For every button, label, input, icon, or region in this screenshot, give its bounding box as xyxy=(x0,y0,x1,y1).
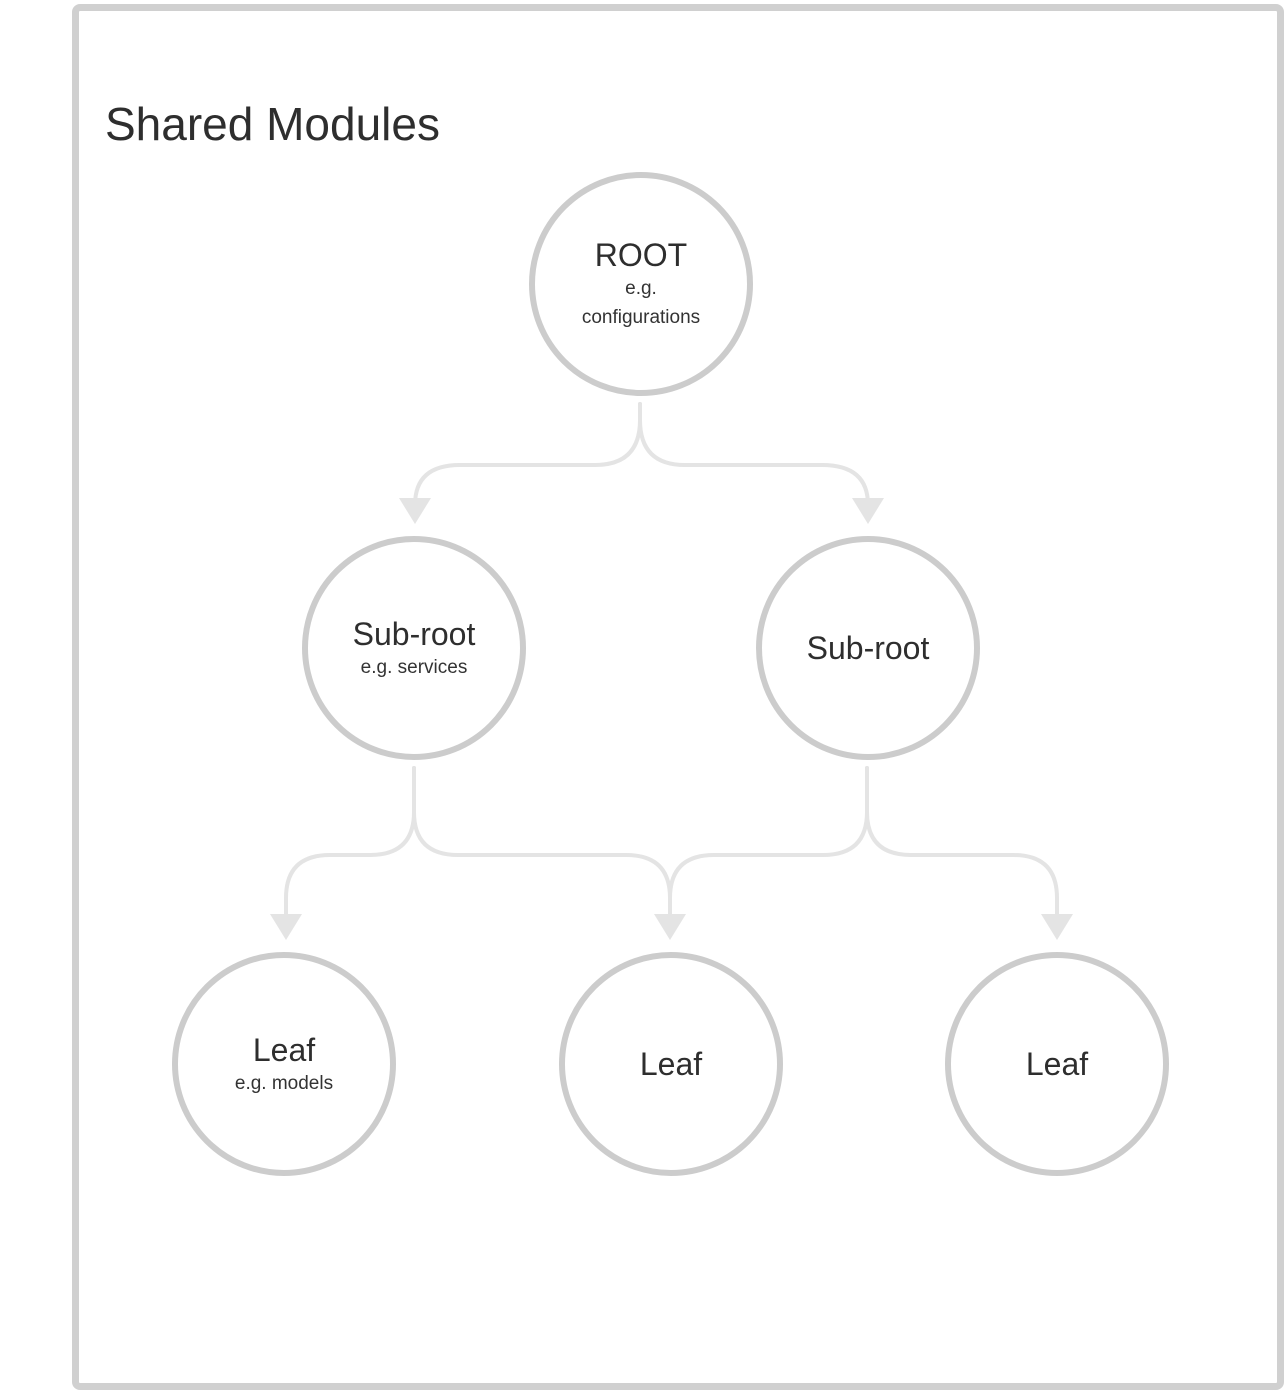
arrowhead-leaf3 xyxy=(1041,914,1073,940)
node-sub-root-1-label: Sub-root xyxy=(352,615,476,652)
node-leaf-2: Leaf xyxy=(559,952,783,1176)
node-root-label: ROOT xyxy=(594,237,688,273)
node-sub-root-1: Sub-root e.g. services xyxy=(302,536,526,760)
node-sub-root-1-sub: e.g. services xyxy=(360,656,468,678)
node-leaf-1-label: Leaf xyxy=(252,1031,316,1068)
node-leaf-3-label: Leaf xyxy=(1025,1046,1089,1082)
edge-root-sub1 xyxy=(413,402,642,507)
node-sub-root-2-label: Sub-root xyxy=(806,630,930,666)
node-leaf-1-sub: e.g. models xyxy=(234,1072,334,1094)
edge-sub1-leaf2 xyxy=(412,766,672,922)
arrowhead-sub2 xyxy=(852,498,884,524)
edge-sub1-leaf1 xyxy=(284,766,416,922)
arrowhead-sub1 xyxy=(399,498,431,524)
node-sub-root-2: Sub-root xyxy=(756,536,980,760)
node-leaf-1: Leaf e.g. models xyxy=(172,952,396,1176)
node-root-sub: e.g. configurations xyxy=(581,278,701,328)
diagram-title: Shared Modules xyxy=(105,98,440,150)
arrowhead-leaf1 xyxy=(270,914,302,940)
node-leaf-2-label: Leaf xyxy=(639,1046,703,1082)
node-leaf-3: Leaf xyxy=(945,952,1169,1176)
edge-root-sub2 xyxy=(638,402,870,507)
node-root: ROOT e.g. configurations xyxy=(529,172,753,396)
edge-sub2-leaf3 xyxy=(865,766,1059,922)
edge-sub2-leaf2 xyxy=(668,766,869,922)
arrowhead-leaf2 xyxy=(654,914,686,940)
